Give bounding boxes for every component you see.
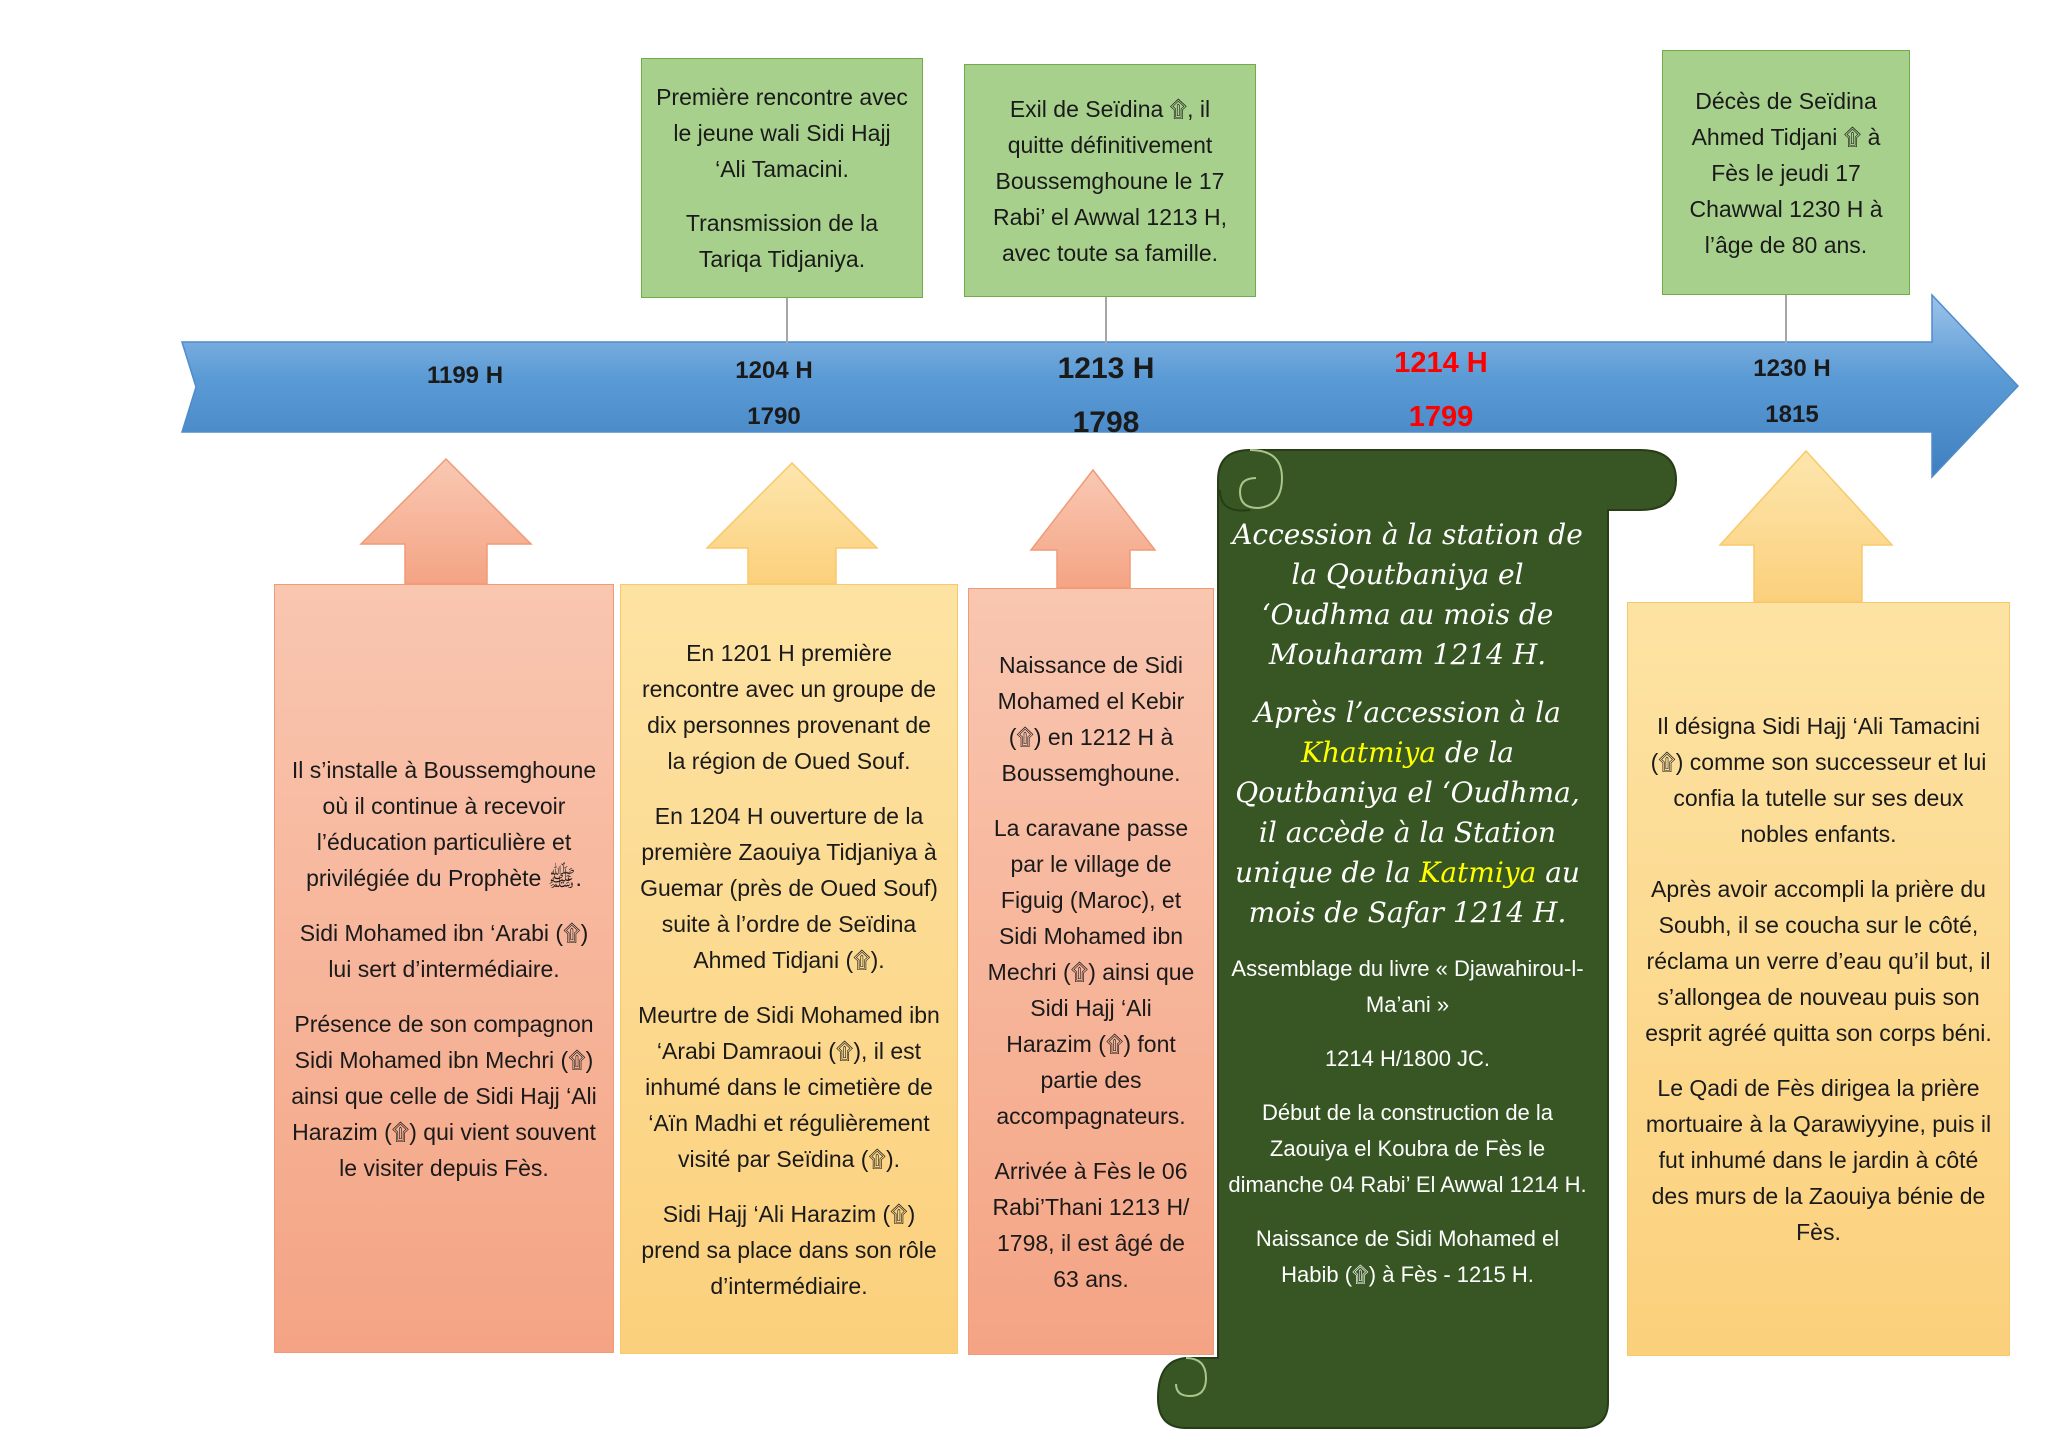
box-1204-para-4: Sidi Hajj ‘Ali Harazim (۩) prend sa plac… [641, 1200, 937, 1299]
up-arrow-1199 [359, 457, 533, 585]
top-box-exil-text: Exil de Seïdina ۩, il quitte définitivem… [993, 95, 1227, 266]
scroll-note-zaouiya: Début de la construction de la Zaouiya e… [1228, 1100, 1587, 1197]
connector-1204 [786, 298, 788, 344]
top-box-rencontre-line-2: Transmission de la Tariqa Tidjaniya. [685, 210, 879, 272]
scroll-content: Accession à la station de la Qoutbaniya … [1225, 515, 1590, 1395]
scroll-italic-khatmiya: Après l’accession à la Khatmiya de la Qo… [1225, 693, 1590, 933]
timeline-1230-greg: 1815 [1765, 401, 1819, 428]
box-1199: Il s’installe à Boussemghoune où il cont… [274, 584, 614, 1353]
box-1204-para-3: Meurtre de Sidi Mohamed ibn ‘Arabi Damra… [638, 1001, 940, 1172]
box-1204: En 1201 H première rencontre avec un gro… [620, 584, 958, 1354]
up-arrow-1204 [705, 461, 879, 585]
up-arrow-1230 [1718, 449, 1894, 603]
timeline-label-1213: 1213 H 1798 [996, 342, 1216, 450]
timeline-1199-hijri: 1199 H [426, 362, 504, 389]
box-1199-para-3: Présence de son compagnon Sidi Mohamed i… [291, 1010, 597, 1181]
box-1199-para-2: Sidi Mohamed ibn ‘Arabi (۩) lui sert d’i… [299, 919, 589, 982]
top-box-exil: Exil de Seïdina ۩, il quitte définitivem… [964, 64, 1256, 297]
top-box-rencontre-line-1: Première rencontre avec le jeune wali Si… [656, 84, 908, 182]
top-box-deces-text: Décès de Seïdina Ahmed Tidjani ۩ à Fès l… [1689, 87, 1883, 258]
timeline-label-1214: 1214 H 1799 [1331, 336, 1551, 444]
connector-1230 [1785, 295, 1787, 344]
timeline-label-1204: 1204 H 1790 [664, 348, 884, 440]
box-1199-para-1: Il s’installe à Boussemghoune où il cont… [291, 756, 597, 891]
timeline-label-1230: 1230 H 1815 [1682, 346, 1902, 438]
box-1230: Il désigna Sidi Hajj ‘Ali Tamacini (۩) c… [1627, 602, 2010, 1356]
connector-1213 [1105, 297, 1107, 344]
timeline-1230-hijri: 1230 H [1753, 355, 1831, 382]
scroll-note-naissance: Naissance de Sidi Mohamed el Habib (۩) à… [1255, 1226, 1560, 1287]
timeline-arrow [180, 293, 2020, 479]
box-1213-para-3: Arrivée à Fès le 06 Rabi’Thani 1213 H/ 1… [992, 1157, 1190, 1292]
scroll-highlight-katmiya: Katmiya [1419, 856, 1537, 889]
scroll-banner [1156, 449, 1678, 1429]
up-arrow-1213 [1029, 468, 1157, 589]
top-box-deces: Décès de Seïdina Ahmed Tidjani ۩ à Fès l… [1662, 50, 1910, 295]
box-1230-para-3: Le Qadi de Fès dirigea la prière mortuai… [1645, 1075, 1992, 1245]
box-1230-para-2: Après avoir accompli la prière du Soubh,… [1645, 876, 1992, 1046]
scroll-highlight-khatmiya: Khatmiya [1301, 736, 1436, 769]
top-box-rencontre: Première rencontre avec le jeune wali Si… [641, 58, 923, 298]
timeline-1204-greg: 1790 [747, 403, 801, 430]
timeline-1213-hijri: 1213 H [1057, 352, 1155, 385]
timeline-1214-greg: 1799 [1408, 401, 1474, 433]
box-1213-para-2: La caravane passe par le village de Figu… [987, 814, 1195, 1129]
box-1204-para-2: En 1204 H ouverture de la première Zaoui… [640, 802, 938, 973]
scroll-italic-accession: Accession à la station de la Qoutbaniya … [1232, 518, 1583, 671]
timeline-1214-hijri: 1214 H [1394, 347, 1488, 379]
scroll-note-livre: Assemblage du livre « Djawahirou-l-Ma’an… [1231, 956, 1584, 1017]
scroll-note-date: 1214 H/1800 JC. [1324, 1046, 1491, 1071]
scroll-italic-part-a: Après l’accession à la [1254, 696, 1561, 729]
box-1204-para-1: En 1201 H première rencontre avec un gro… [641, 639, 937, 774]
timeline-label-1199: 1199 H [355, 362, 575, 390]
scroll-italic-part-b: de la Qoutbaniya el ‘Oudhma, il accède à… [1235, 736, 1580, 889]
box-1230-para-1: Il désigna Sidi Hajj ‘Ali Tamacini (۩) c… [1650, 713, 1987, 847]
timeline-1213-greg: 1798 [1072, 406, 1140, 439]
box-1213: Naissance de Sidi Mohamed el Kebir (۩) e… [968, 588, 1214, 1355]
scroll-italic-part-c: au mois de Safar 1214 H. [1248, 856, 1580, 929]
box-1213-para-1: Naissance de Sidi Mohamed el Kebir (۩) e… [997, 651, 1185, 786]
timeline-1204-hijri: 1204 H [735, 357, 813, 384]
